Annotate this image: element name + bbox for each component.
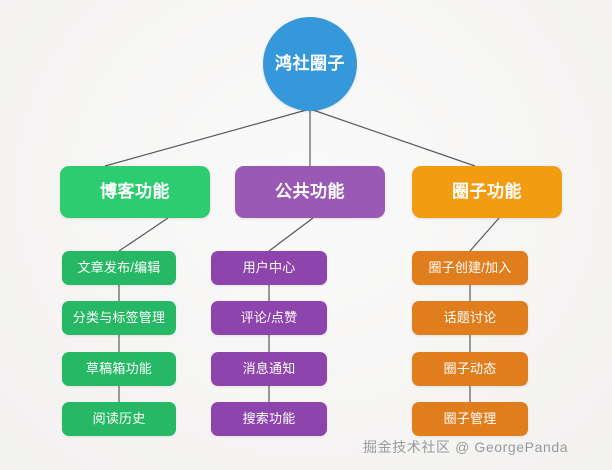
leaf-node-label: 搜索功能: [242, 410, 296, 426]
connector-public-to-leaf-0: [268, 217, 314, 252]
leaf-node-label: 文章发布/编辑: [77, 259, 161, 275]
leaf-node-label: 分类与标签管理: [72, 309, 166, 325]
leaf-node-circle-0[interactable]: 圈子创建/加入: [412, 251, 528, 285]
branch-node-label: 圈子功能: [452, 181, 522, 201]
leaf-node-label: 评论/点赞: [240, 309, 298, 325]
leaf-node-circle-3[interactable]: 圈子管理: [412, 402, 528, 436]
leaf-node-label: 用户中心: [242, 259, 296, 275]
connector-root-to-blog: [104, 108, 311, 167]
connector-root-to-circle: [309, 108, 476, 167]
branch-node-circle[interactable]: 圈子功能: [412, 166, 562, 218]
connector-circle-to-leaf-0: [469, 217, 500, 252]
leaf-node-circle-1[interactable]: 话题讨论: [412, 301, 528, 335]
leaf-node-label: 圈子创建/加入: [428, 259, 512, 275]
leaf-node-public-3[interactable]: 搜索功能: [211, 402, 327, 436]
connector-blog-to-leaf-0: [118, 217, 169, 252]
leaf-node-circle-2[interactable]: 圈子动态: [412, 352, 528, 386]
leaf-node-blog-0[interactable]: 文章发布/编辑: [62, 251, 176, 285]
leaf-node-public-0[interactable]: 用户中心: [211, 251, 327, 285]
leaf-node-label: 圈子动态: [443, 360, 497, 376]
leaf-node-public-2[interactable]: 消息通知: [211, 352, 327, 386]
watermark-text: 掘金技术社区 @ GeorgePanda: [363, 439, 569, 455]
leaf-node-label: 消息通知: [242, 360, 296, 376]
root-node-hongshequanzi[interactable]: 鸿社圈子: [263, 17, 357, 111]
leaf-node-blog-2[interactable]: 草稿箱功能: [62, 352, 176, 386]
leaf-node-label: 话题讨论: [443, 309, 497, 325]
leaf-node-blog-1[interactable]: 分类与标签管理: [62, 301, 176, 335]
leaf-node-label: 阅读历史: [92, 410, 146, 426]
leaf-node-label: 草稿箱功能: [85, 360, 152, 376]
leaf-node-blog-3[interactable]: 阅读历史: [62, 402, 176, 436]
watermark-credit: 掘金技术社区 @ GeorgePanda: [363, 437, 568, 457]
leaf-node-public-1[interactable]: 评论/点赞: [211, 301, 327, 335]
root-node-label: 鸿社圈子: [275, 53, 345, 73]
branch-node-blog[interactable]: 博客功能: [60, 166, 210, 218]
branch-node-public[interactable]: 公共功能: [235, 166, 385, 218]
leaf-node-label: 圈子管理: [443, 410, 497, 426]
branch-node-label: 公共功能: [275, 181, 345, 201]
branch-node-label: 博客功能: [100, 181, 170, 201]
